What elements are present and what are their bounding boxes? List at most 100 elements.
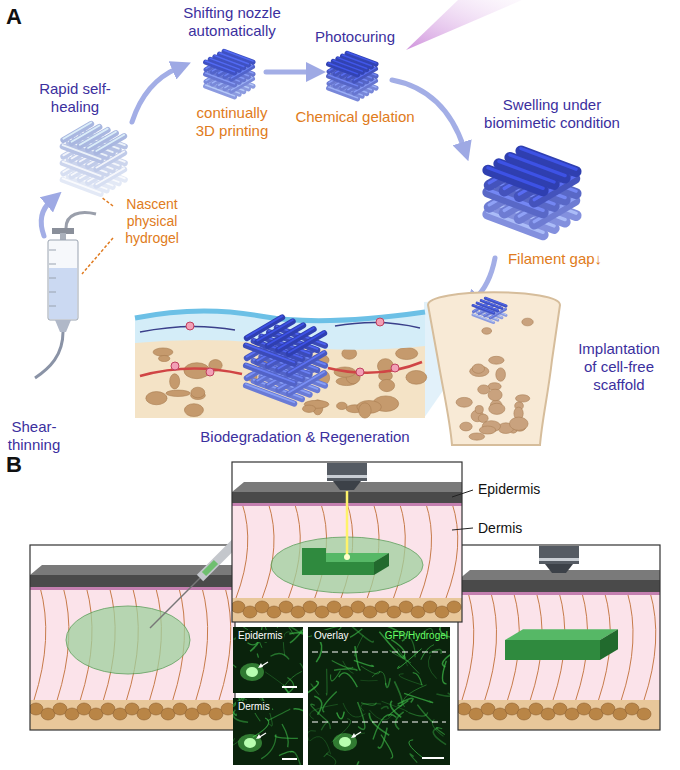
micrograph-content [308, 627, 450, 765]
trabecular-spot [478, 385, 490, 394]
hydrogel-side [374, 553, 389, 575]
bone-fragment [170, 374, 180, 389]
panel-frame [232, 462, 462, 622]
collagen-fiber [34, 587, 46, 700]
bone-fragment [379, 379, 395, 391]
collagen-fiber [621, 592, 633, 700]
gfp-fiber [357, 761, 371, 765]
gfp-fiber [381, 735, 393, 759]
light-path [346, 491, 349, 556]
micrograph-label: GFP/Hydrogel [380, 630, 450, 642]
gfp-fiber [355, 646, 361, 670]
fat-layer [458, 700, 660, 730]
gfp-fiber [391, 701, 402, 717]
step-title: Shear-thinning [2, 418, 66, 454]
cell [391, 364, 399, 372]
bone-fragment [158, 355, 169, 361]
gfp-fiber [308, 712, 309, 728]
gfp-fiber [261, 734, 276, 758]
skin-layers [232, 482, 462, 622]
gfp-fiber [403, 685, 427, 707]
layer-boundary [312, 652, 446, 653]
rod-highlight [289, 332, 324, 353]
panel-ground [458, 545, 660, 730]
hydrogel-ink [49, 268, 77, 319]
layer-boundary [312, 722, 446, 723]
epidermis [458, 580, 660, 592]
leader-line [452, 528, 473, 530]
bone-outline [428, 292, 560, 445]
gfp-fiber [284, 677, 293, 693]
trabecular-spot [488, 389, 502, 401]
bone-fragment [184, 404, 203, 417]
bone-fragment [396, 348, 418, 360]
skin-layers [30, 565, 235, 730]
pointer-head [351, 733, 356, 738]
cell [206, 368, 214, 376]
gfp-fiber [442, 661, 446, 684]
nozzle-tube [35, 332, 63, 378]
cell-halo [240, 663, 264, 681]
focal-spot [344, 554, 350, 560]
light-beam [406, 0, 522, 50]
gfp-fiber [284, 671, 302, 686]
trabecular-spot [472, 364, 484, 373]
cell [356, 368, 364, 376]
objective-lens [333, 481, 361, 490]
gfp-fiber [337, 712, 344, 719]
collagen-fiber [462, 592, 474, 700]
scale-bar [282, 686, 297, 688]
micrograph-ground [308, 627, 450, 765]
micrograph-content [233, 698, 303, 765]
trabecular-spot [489, 356, 504, 364]
gfp-fiber [321, 722, 330, 730]
step-title: Rapid self-healing [25, 80, 125, 116]
trabecular-spot [509, 417, 528, 430]
trabecular-spot [475, 406, 483, 414]
bone-fragment [406, 370, 427, 384]
gfp-fiber [343, 661, 354, 674]
micrograph [222, 619, 310, 710]
fat-cell [221, 703, 235, 715]
gfp-fiber [257, 654, 258, 658]
gfp-fiber [354, 660, 374, 666]
syringe-ink [204, 562, 216, 574]
bone-fragment [191, 387, 205, 398]
bone-fragment [166, 390, 190, 396]
gfp-fiber [433, 728, 446, 745]
gfp-fiber [381, 707, 388, 710]
pointer-head [256, 734, 261, 739]
graduation [49, 264, 56, 265]
cell [171, 362, 179, 370]
scaffold-rod [96, 136, 124, 152]
graduation [49, 278, 56, 279]
gfp-fiber [440, 627, 450, 630]
micrograph [217, 685, 311, 770]
basement-line [458, 592, 660, 595]
gfp-fiber [369, 710, 392, 720]
gfp-fiber [361, 703, 381, 711]
blood-vessel [140, 368, 242, 376]
gfp-fiber [293, 709, 303, 717]
gfp-fiber [290, 627, 303, 643]
fat-cell [637, 708, 651, 720]
gfp-fiber [334, 669, 357, 671]
gfp-fiber [436, 693, 450, 696]
panel-frame [30, 545, 235, 730]
objective-lens [545, 564, 573, 573]
scaffold-cube [63, 122, 125, 193]
gfp-fiber [361, 703, 376, 706]
trabecular-spot [489, 403, 505, 414]
gfp-fiber [410, 754, 417, 763]
syringe-tip [55, 320, 71, 332]
barrel [48, 240, 78, 320]
collagen-fiber [446, 503, 458, 598]
blood-vessel [328, 362, 422, 373]
rod-highlight [473, 305, 494, 313]
cell-halo [333, 733, 357, 751]
gfp-fiber [358, 702, 365, 729]
gfp-fiber [324, 752, 329, 757]
gfp-fiber [233, 664, 236, 671]
collagen-fiber [236, 503, 248, 598]
